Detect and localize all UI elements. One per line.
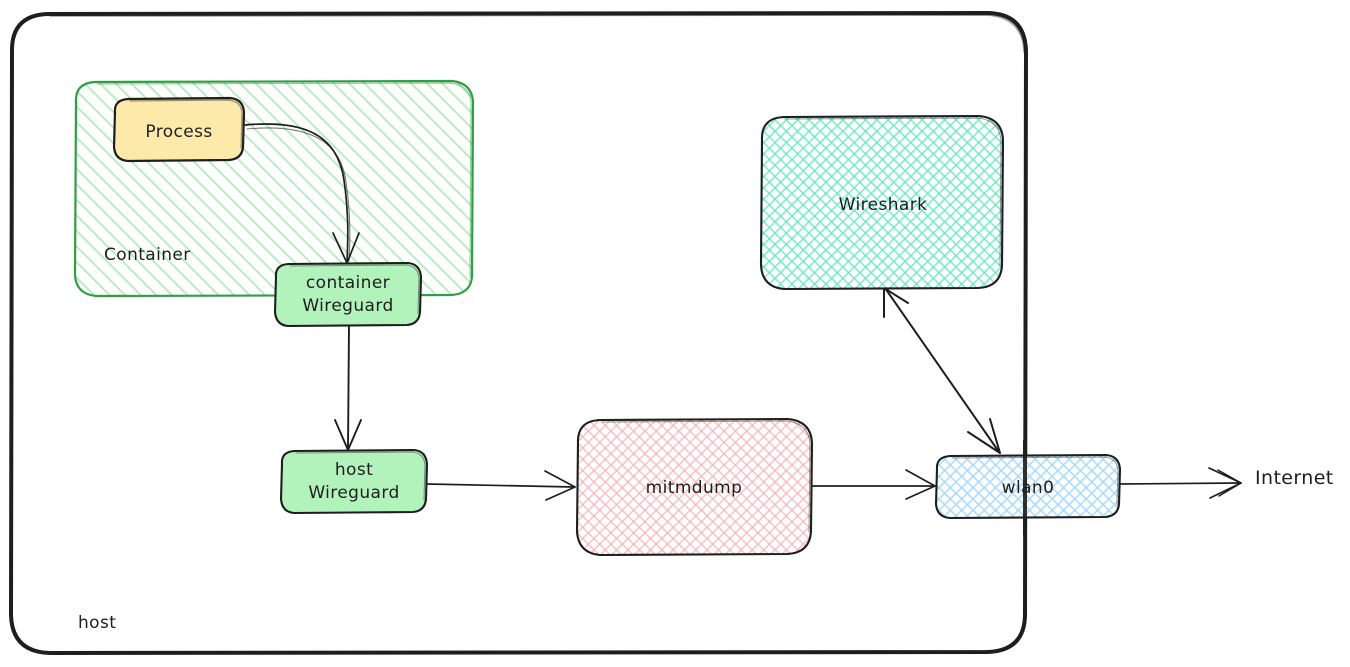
host-frame: host <box>9 11 1028 655</box>
internet-label: Internet <box>1255 467 1334 489</box>
label-internet: Internet <box>1255 467 1334 489</box>
edge-wireshark-wlan0 <box>883 287 1001 454</box>
node-process[interactable]: Process <box>112 96 246 163</box>
node-host-wireguard[interactable]: host Wireguard <box>279 448 429 515</box>
node-container-wireguard-label-line2: Wireguard <box>302 296 393 316</box>
node-mitmdump-label: mitmdump <box>646 478 743 498</box>
node-wireshark-label: Wireshark <box>839 195 928 215</box>
node-process-label: Process <box>145 122 212 142</box>
node-wlan0-label: wlan0 <box>1002 478 1055 498</box>
node-mitmdump[interactable]: mitmdump <box>575 417 814 557</box>
node-wlan0[interactable]: wlan0 <box>934 453 1122 520</box>
edge-host-wireguard-to-mitmdump <box>426 470 576 501</box>
node-wireshark[interactable]: Wireshark <box>759 114 1005 291</box>
node-host-wireguard-label-line2: Wireguard <box>308 483 399 503</box>
edge-process-to-container-wireguard <box>244 123 360 264</box>
edge-container-wireguard-to-host-wireguard <box>334 324 362 451</box>
node-container-wireguard[interactable]: container Wireguard <box>273 261 423 328</box>
edge-wlan0-to-internet <box>1119 467 1242 499</box>
edge-mitmdump-to-wlan0 <box>811 469 936 500</box>
node-host-wireguard-label-line1: host <box>335 460 373 480</box>
host-frame-label: host <box>78 613 116 633</box>
container-frame-label: Container <box>104 245 191 265</box>
node-container-wireguard-label-line1: container <box>306 273 390 293</box>
